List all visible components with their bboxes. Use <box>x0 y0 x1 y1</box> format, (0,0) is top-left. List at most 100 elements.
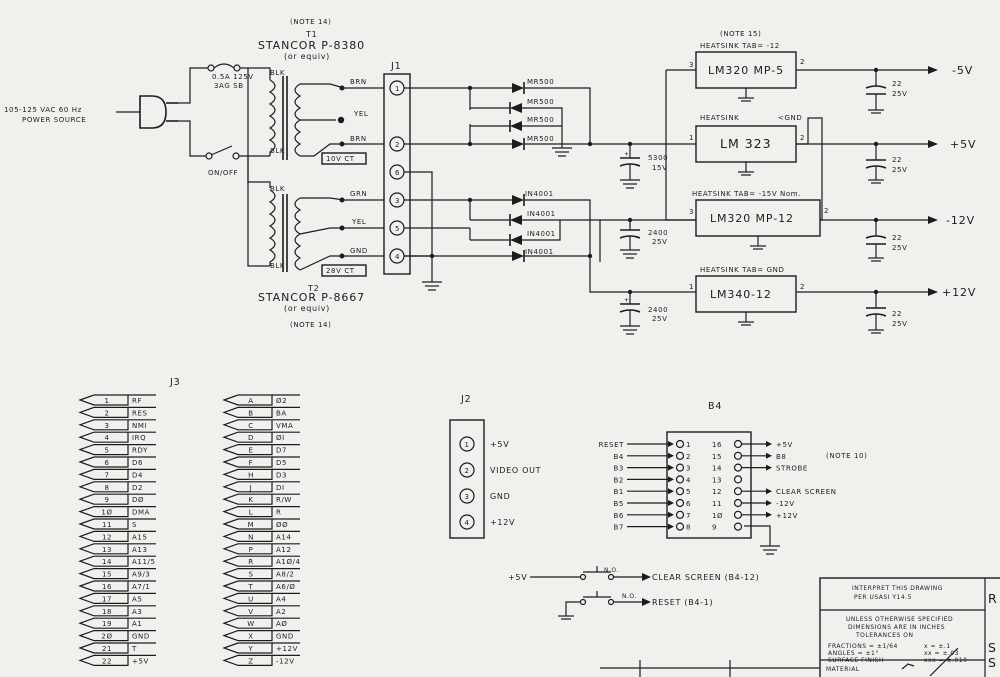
r3-name: LM320 MP-12 <box>710 212 794 225</box>
t2-sec-1: GRN <box>350 190 367 198</box>
j3-pin-number: 11 <box>102 521 112 529</box>
b4-left-signal: B1 <box>614 488 624 496</box>
b4-right-number: 15 <box>712 453 722 461</box>
j3-pin-number: 18 <box>102 608 112 616</box>
j2-pin-number: 3 <box>464 493 469 501</box>
j3-pin-signal: AØ <box>276 620 288 628</box>
filter-capacitors: + 5300 15V 2400 25V + 2400 25V <box>590 141 690 335</box>
b4-left-signal: B4 <box>614 453 624 461</box>
j1-pin-3: 3 <box>395 197 400 205</box>
j3-pin-number: X <box>248 633 253 641</box>
j3-pin-r-14: S A8/2 <box>222 567 300 580</box>
j2-pin-signal: VIDEO OUT <box>490 466 541 475</box>
j3-pin-r-21: Z-12V <box>222 654 300 666</box>
j3-pin-signal: RES <box>132 409 148 417</box>
rectifier-mr500: MR500 MR500 MR500 MR500 <box>470 78 593 157</box>
j3-pin-number: K <box>248 496 253 504</box>
j3-pin-number: F <box>249 459 254 467</box>
fuse-type: 3AG SB <box>214 82 244 90</box>
push-switches: +5V N.O. CLEAR SCREEN (B4-12) N.O. RESET… <box>508 566 759 620</box>
b4-note: (NOTE 10) <box>826 452 867 460</box>
j3-pin-signal: A5 <box>132 595 142 603</box>
j3-pin-signal: A3 <box>132 608 142 616</box>
j3-pin-number: C <box>248 422 254 430</box>
j3-pin-number: Y <box>248 645 254 653</box>
b4-right-signal: STROBE <box>776 465 808 473</box>
svg-text:2: 2 <box>824 207 829 215</box>
j3-pin-signal: D5 <box>276 459 287 467</box>
c2400b-volt: 25V <box>652 315 668 323</box>
r1-tab: HEATSINK TAB= -12 <box>700 42 780 50</box>
diode-in-2: IN4001 <box>527 210 556 218</box>
j3-pin-l-17: 18 A3 <box>78 605 156 617</box>
fuse-rating: 0.5A 125V <box>212 73 254 81</box>
r1-name: LM320 MP-5 <box>708 64 784 77</box>
out-plus12: +12V <box>942 286 976 299</box>
j3-pin-signal: A13 <box>132 546 148 554</box>
t1-note: (NOTE 14) <box>290 18 331 26</box>
j3-pin-signal: D7 <box>276 447 287 455</box>
r2-tab: HEATSINK <box>700 114 739 122</box>
j3-pin-number: W <box>247 620 255 628</box>
b4-right-number: 11 <box>712 500 722 508</box>
t1-ct: 10V CT <box>326 155 355 163</box>
t1-sec-3: BRN <box>350 135 367 143</box>
c22-d-value: 22 <box>892 310 902 318</box>
j3-pin-signal: A14 <box>276 533 292 541</box>
b4-right-signal: +12V <box>776 512 798 520</box>
j3-pin-signal: A8/2 <box>276 571 294 579</box>
j3-pin-signal: GND <box>276 633 294 641</box>
b4-left-number: 7 <box>686 512 691 520</box>
j3-pin-signal: BA <box>276 409 287 417</box>
j3-pin-number: B <box>248 409 253 417</box>
tb-d2: xx = ±.03 <box>924 650 959 657</box>
j3-pin-number: P <box>249 546 254 554</box>
svg-text:1: 1 <box>689 134 694 142</box>
switch-label: ON/OFF <box>208 169 238 177</box>
power-source-label: 105-125 VAC 60 Hz <box>4 106 82 114</box>
r2-name: LM 323 <box>720 136 772 151</box>
b4-left-number: 5 <box>686 488 691 496</box>
j3-pin-r-19: X GND <box>222 629 300 642</box>
j3-pin-number: 6 <box>104 459 109 467</box>
j2-pin-signal: GND <box>490 492 510 501</box>
j3-pin-number: S <box>248 571 253 579</box>
tb-b2: DIMENSIONS ARE IN INCHES <box>848 624 945 631</box>
j2-pin-number: 2 <box>464 467 469 475</box>
plug-icon <box>116 95 178 129</box>
j2-pin-signal: +5V <box>490 440 509 449</box>
b4-left-number: 2 <box>686 453 691 461</box>
b4-right-number: 1Ø <box>712 512 723 520</box>
transformer-t2: BLK BLK GRN YEL GND 28V CT STANCOR P-866… <box>258 185 384 329</box>
c22-a-value: 22 <box>892 80 902 88</box>
j3-pin-number: 8 <box>104 484 109 492</box>
j3-pin-number: 22 <box>102 657 112 665</box>
tb-e: MATERIAL <box>826 666 860 673</box>
j3-pin-signal: +12V <box>276 645 298 653</box>
j3-pin-number: Z <box>248 657 253 665</box>
b4-left-signal: B6 <box>614 512 624 520</box>
diode-mr-2: MR500 <box>527 98 554 106</box>
j3-pin-signal: A2 <box>276 608 286 616</box>
b4-right-signal: +5V <box>776 441 793 449</box>
c22-d-volt: 25V <box>892 320 908 328</box>
b4-label: B4 <box>708 401 722 412</box>
t1-sec-1: BRN <box>350 78 367 86</box>
b4-left-number: 4 <box>686 476 691 484</box>
c2400b-value: 2400 <box>648 306 668 314</box>
